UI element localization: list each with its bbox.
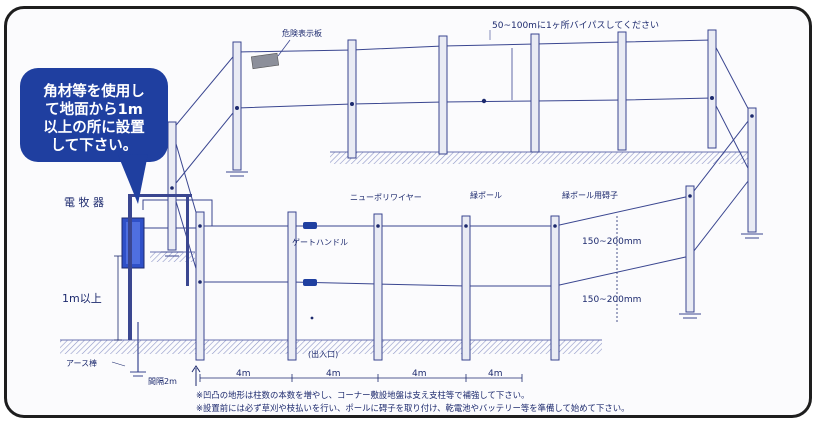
danger-sign-label: 危険表示板: [282, 28, 322, 38]
wire-gap-upper-label: 150~200mm: [582, 237, 641, 247]
ground-rod-label: アース棒: [66, 358, 97, 368]
height-1m-label: 1m以上: [62, 292, 102, 305]
bubble-line-4: して下さい。: [51, 137, 138, 154]
bypass-note-label: 50~100mに1ヶ所バイパスしてください: [492, 20, 659, 31]
ground-spacing-label: 間隔2m: [148, 377, 177, 386]
gate-handle-label: ゲートハンドル: [292, 237, 348, 247]
gate-handle-icons: [303, 222, 317, 286]
note-line-1: ※凹凸の地形は柱数の本数を増やし、コーナー敷設地盤は支え支柱等で補強して下さい。: [196, 390, 529, 400]
pole-label: 緑ポール: [470, 190, 502, 200]
back-fence-wires: [171, 39, 753, 189]
pole-insulator-label: 緑ポール用碍子: [562, 190, 618, 200]
energizer-unit: [121, 194, 192, 340]
bubble-line-1: 角材等を使用し: [43, 82, 145, 100]
spacing-4m-4: 4m: [488, 369, 503, 379]
spacing-4m-2: 4m: [326, 369, 341, 379]
post-ground-marks: [161, 171, 763, 319]
ground-back: [330, 151, 750, 164]
danger-sign: [250, 39, 291, 70]
front-posts: [195, 185, 695, 361]
install-height-bubble: [20, 68, 168, 204]
wire-gap-lower-label: 150~200mm: [582, 295, 641, 305]
bubble-line-3: 以上の所に設置: [43, 118, 145, 136]
spacing-4m-1: 4m: [236, 369, 251, 379]
note-line-2: ※設置前には必ず草刈や枝払いを行い、ポールに碍子を取り付け、乾電池やバッテリー等…: [196, 403, 629, 413]
bubble-line-2: て地面から1m: [45, 100, 143, 118]
spacing-4m-3: 4m: [412, 369, 427, 379]
insulator-dots: [170, 96, 754, 320]
entrance-label: (出入口): [308, 349, 338, 359]
energizer-label: 電 牧 器: [64, 195, 104, 209]
height-dimension: [114, 255, 122, 341]
ground-rod: [111, 322, 201, 386]
bubble-text-group: 角材等を使用し て地面から1m 以上の所に設置 して下さい。: [43, 82, 145, 154]
new-poly-wire-label: ニューポリワイヤー: [350, 193, 422, 202]
spacing-arrows: [199, 374, 523, 382]
